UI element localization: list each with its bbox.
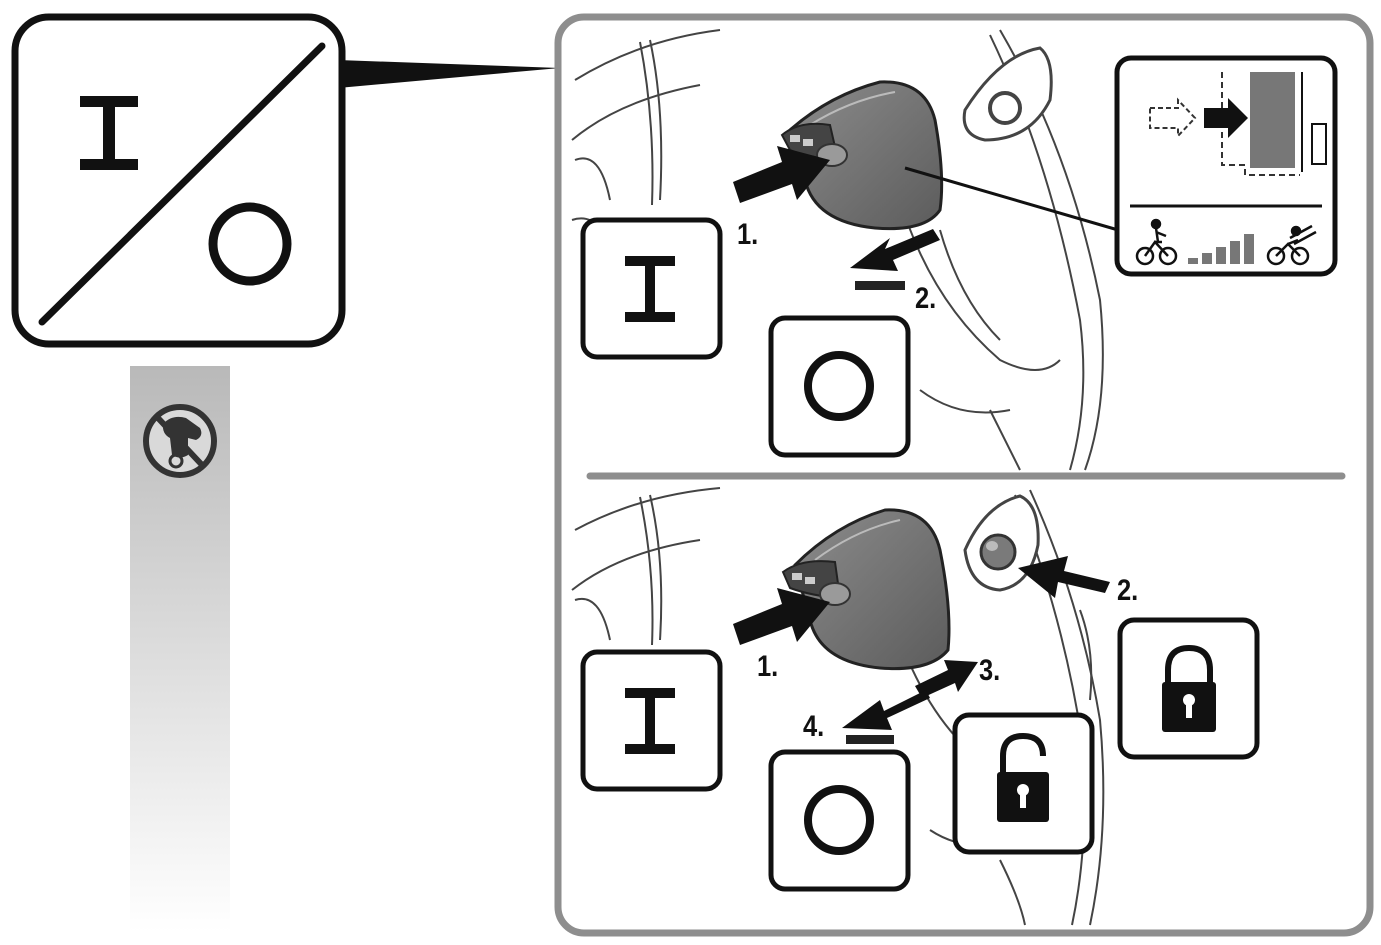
- bottom-step-4-label: 4.: [803, 710, 825, 743]
- bottom-step-3-label: 3.: [979, 654, 1001, 687]
- bike-low-assist-icon: [1135, 218, 1178, 266]
- control-device-bottom: [781, 508, 951, 671]
- arrow-bottom-step4: [842, 690, 930, 730]
- padlock-unlocked-icon: [997, 732, 1049, 822]
- release-shadow: [855, 281, 905, 290]
- unlock-symbol-box: [952, 712, 1095, 855]
- top-panel: [571, 29, 1338, 471]
- assist-level-display-icon: [1114, 55, 1338, 277]
- power-off-symbol-icon: [804, 351, 874, 421]
- gradient-strip: [130, 366, 230, 932]
- release-arrow-step2: [850, 229, 940, 271]
- legend-symbol-box: [11, 13, 346, 348]
- press-arrow-bottom-step1: [733, 588, 830, 645]
- power-on-symbol-box-bottom: [580, 649, 723, 792]
- lock-symbol-box: [1117, 617, 1260, 760]
- power-off-symbol-box-bottom: [768, 749, 911, 892]
- padlock-locked-icon: [1162, 644, 1216, 732]
- callout-pointer: [338, 60, 560, 88]
- bottom-panel: [571, 487, 1260, 926]
- lock-button-grip: [963, 494, 1040, 592]
- bottom-step-2-label: 2.: [1117, 574, 1139, 607]
- control-device: [780, 80, 944, 231]
- right-grip: [962, 46, 1053, 142]
- power-on-symbol-box: [580, 217, 723, 360]
- arrow-bottom-step3: [915, 660, 978, 698]
- display-leader-line: [904, 166, 1126, 234]
- power-on-symbol-icon: [625, 256, 675, 322]
- bike-high-assist-icon: [1266, 224, 1317, 266]
- no-hand-touch-icon: [143, 404, 217, 478]
- press-arrow-bottom-step2: [1018, 556, 1110, 598]
- press-arrow-step1: [733, 146, 830, 203]
- power-off-symbol-box: [768, 315, 911, 458]
- release-shadow-bottom: [846, 735, 894, 744]
- top-step-2-label: 2.: [915, 282, 937, 315]
- legend-callout: [11, 13, 560, 348]
- power-on-off-symbol-icon: [38, 42, 326, 326]
- bottom-step-1-label: 1.: [757, 650, 779, 683]
- assist-level-bars: [1188, 234, 1254, 264]
- power-on-symbol-icon: [625, 688, 675, 754]
- top-step-1-label: 1.: [737, 218, 759, 251]
- power-off-symbol-icon: [804, 785, 874, 855]
